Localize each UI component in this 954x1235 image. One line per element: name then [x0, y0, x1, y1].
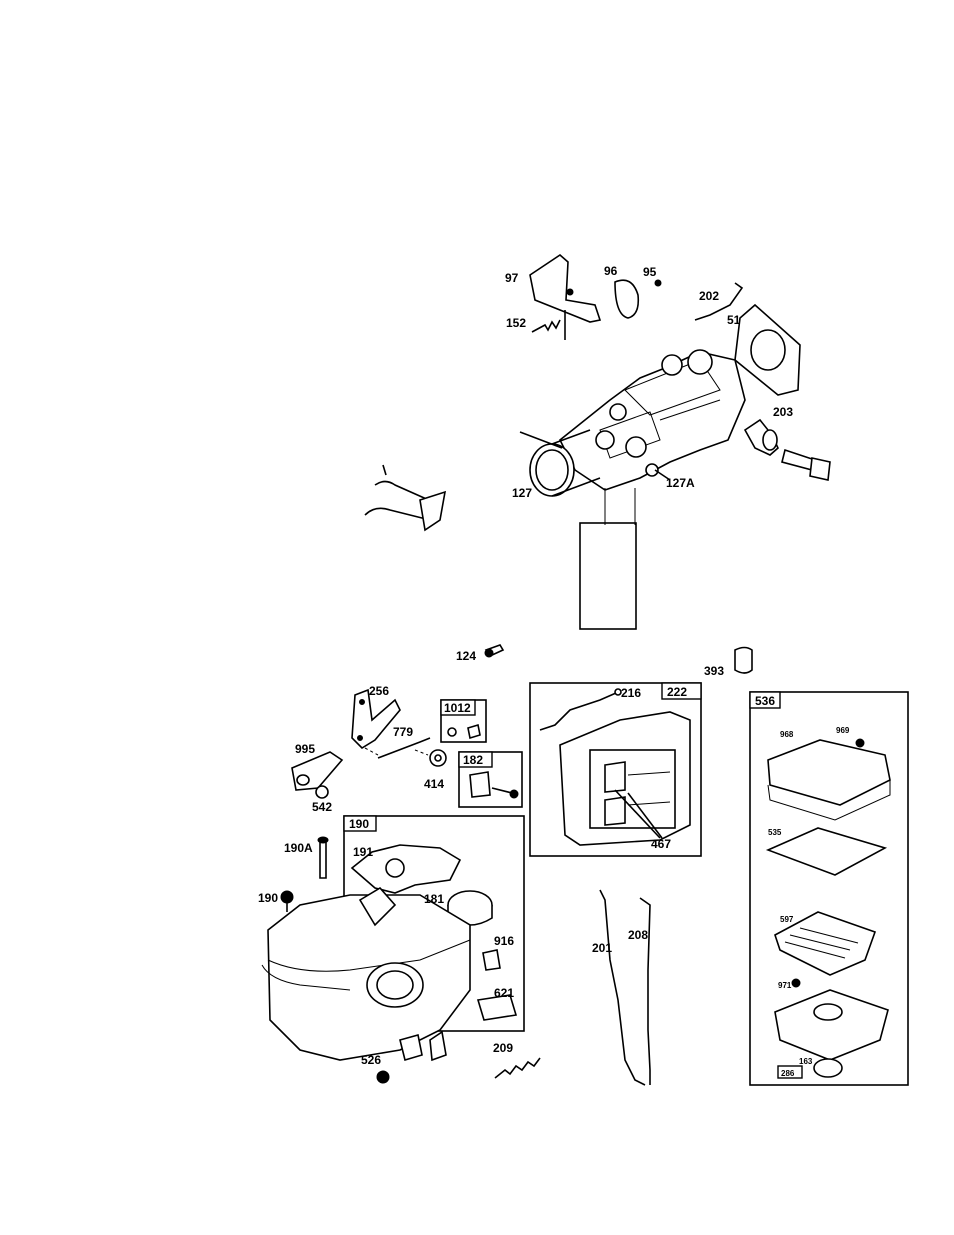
fuel-tank: [262, 888, 470, 1060]
label-216: 216: [621, 686, 641, 700]
part-535-pre-cleaner: [768, 828, 885, 875]
label-191: 191: [353, 845, 373, 859]
label-621: 621: [494, 986, 514, 1000]
label-127A: 127A: [666, 476, 695, 490]
label-127: 127: [512, 486, 532, 500]
label-916: 916: [494, 934, 514, 948]
part-190A-screw: [320, 840, 326, 878]
label-181: 181: [424, 892, 444, 906]
label-535: 535: [768, 828, 782, 837]
label-542: 542: [312, 800, 332, 814]
label-536: 536: [755, 694, 775, 708]
air-cleaner-group: [750, 692, 908, 1085]
carburetor-assembly: [520, 255, 830, 629]
label-124: 124: [456, 649, 476, 663]
part-916: [483, 950, 500, 970]
label-779: 779: [393, 725, 413, 739]
part-393-bushing: [735, 648, 752, 674]
part-152-spring: [532, 320, 560, 332]
label-190-box: 190: [349, 817, 369, 831]
label-286: 286: [781, 1069, 795, 1078]
callout-box: [580, 523, 636, 629]
label-526: 526: [361, 1053, 381, 1067]
part-968-cover: [768, 740, 890, 805]
label-222: 222: [667, 685, 687, 699]
label-190A: 190A: [284, 841, 313, 855]
part-95-screw: [655, 280, 661, 286]
label-95: 95: [643, 265, 657, 279]
label-971: 971: [778, 981, 792, 990]
part-201-rod: [600, 890, 645, 1085]
label-51: 51: [727, 313, 741, 327]
air-cleaner-base: [775, 990, 888, 1060]
label-182: 182: [463, 753, 483, 767]
label-208: 208: [628, 928, 648, 942]
part-208-rod: [640, 898, 650, 1085]
label-256: 256: [369, 684, 389, 698]
muffler-group: [530, 683, 701, 856]
label-190: 190: [258, 891, 278, 905]
label-1012: 1012: [444, 701, 471, 715]
label-163: 163: [799, 1057, 813, 1066]
label-995: 995: [295, 742, 315, 756]
part-190-screw: [281, 891, 293, 903]
label-414: 414: [424, 777, 444, 791]
part-542-screw: [316, 786, 328, 798]
label-152: 152: [506, 316, 526, 330]
label-393: 393: [704, 664, 724, 678]
label-209: 209: [493, 1041, 513, 1055]
label-201: 201: [592, 941, 612, 955]
label-202: 202: [699, 289, 719, 303]
part-209-spring: [495, 1058, 540, 1078]
label-969: 969: [836, 726, 850, 735]
governor-link-sketch: [365, 465, 445, 530]
label-597: 597: [780, 915, 794, 924]
label-96: 96: [604, 264, 618, 278]
label-968: 968: [780, 730, 794, 739]
label-467: 467: [651, 837, 671, 851]
label-203: 203: [773, 405, 793, 419]
part-526-screw: [377, 1071, 389, 1083]
part-779-link: [378, 738, 430, 758]
label-97: 97: [505, 271, 519, 285]
part-96-gasket: [615, 280, 638, 318]
bolt: [782, 450, 815, 470]
control-parts: [292, 690, 446, 798]
